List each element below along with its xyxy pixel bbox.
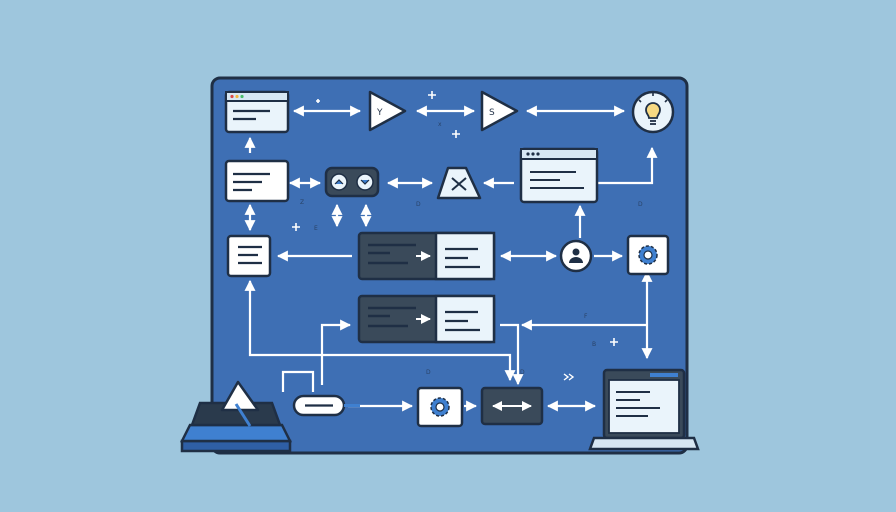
arrow-inbox-loop [281,370,315,392]
label-z: Z [300,199,304,206]
toggle-pair-node [324,166,380,198]
arrow-menu-loop [244,279,516,382]
gear-node-bottom [416,386,464,428]
terminal-panel-1 [357,231,496,281]
pill-node [292,394,360,417]
label-f: F [584,313,588,320]
dark-transfer-node [480,386,544,426]
label-d4: D [520,369,525,376]
label-d: D [416,201,421,208]
upload-tray-icon [179,380,293,453]
arrow-code-to-bulb [597,146,658,185]
label-e: E [314,225,318,232]
browser-window-node [224,90,290,134]
code-window-node [519,147,599,204]
laptop-icon [588,368,700,451]
label-b: B [592,341,596,348]
sparkle-decorations [292,91,618,346]
double-chevron-icon [563,373,575,381]
arrow-terminal2-right [500,323,524,386]
label-x: x [438,121,442,128]
label-y: Y [376,108,383,118]
settings-cog-icon [626,234,670,276]
document-node [224,159,290,203]
play-node-s: S [480,90,519,132]
close-shape-node [436,166,482,200]
lightbulb-icon [631,90,675,134]
label-s: S [489,108,495,118]
label-d3: D [426,369,431,376]
play-node-y: Y [368,90,407,132]
menu-node [226,234,272,278]
terminal-panel-2 [357,294,496,344]
connector-arrows [244,105,658,412]
user-icon [559,239,593,273]
arrow-pill-to-terminal2 [320,319,352,385]
label-d2: D [638,201,643,208]
